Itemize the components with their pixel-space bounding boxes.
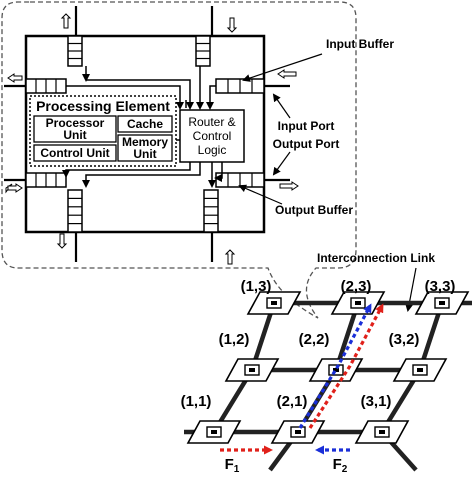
flow-f2-path <box>298 303 372 429</box>
interconnection-link-label: Interconnection Link <box>317 251 435 265</box>
mesh-node-labels: (1,3) (2,3) (3,3) (1,2) (2,2) (3,2) (1,1) (2,1)… <box>181 278 456 410</box>
callout-pointers <box>238 53 417 312</box>
cache-box <box>117 115 173 133</box>
internal-wiring <box>62 66 223 188</box>
west-in-buffer <box>25 78 67 94</box>
control-unit-label: Control Unit <box>40 146 109 160</box>
mesh-node <box>330 291 386 315</box>
mesh-node-label: (2,1) <box>277 393 308 410</box>
mesh-node <box>246 291 302 315</box>
mesh-node-label: (3,1) <box>361 393 392 410</box>
callout-bubble <box>1 1 357 319</box>
east-in-buffer <box>215 78 265 94</box>
output-buffer-label: Output Buffer <box>275 203 353 217</box>
hollow-port-arrows <box>5 13 299 265</box>
mesh-node-label: (3,3) <box>425 278 456 295</box>
mesh-nodes <box>186 291 470 444</box>
mesh-node <box>354 420 410 444</box>
router-control-logic-box <box>179 109 245 163</box>
router-logic-label-1: Router & <box>188 115 235 129</box>
processor-unit-label-2: Unit <box>63 128 86 142</box>
input-buffer-label: Input Buffer <box>326 37 394 51</box>
flow-f1-label: F1 <box>225 456 240 474</box>
mesh-node <box>308 358 364 382</box>
south-in-buffer <box>203 189 219 233</box>
mesh-node <box>224 358 280 382</box>
flow-f1-path <box>308 303 384 429</box>
control-unit-box <box>33 144 117 162</box>
north-in-buffer <box>67 35 83 67</box>
processor-unit-label-1: Processor <box>46 116 105 130</box>
cache-label: Cache <box>127 117 163 131</box>
mesh-node-label: (1,2) <box>219 331 250 348</box>
mesh-node <box>392 358 448 382</box>
router-logic-label-3: Logic <box>198 143 227 157</box>
mesh-node-label: (2,3) <box>341 278 372 295</box>
memory-unit-label-2: Unit <box>133 147 156 161</box>
mesh-node-label: (3,2) <box>389 331 420 348</box>
north-out-buffer <box>195 35 211 67</box>
input-port-label: Input Port <box>278 119 335 133</box>
mesh-links <box>184 300 472 472</box>
mesh-flows <box>220 303 384 455</box>
mesh-node <box>270 420 326 444</box>
mesh-node <box>414 291 470 315</box>
mesh-node-label: (1,3) <box>241 278 272 295</box>
south-out-buffer <box>67 189 83 233</box>
mesh-node <box>186 420 242 444</box>
memory-unit-box <box>117 134 173 162</box>
router-logic-label-2: Control <box>193 129 232 143</box>
east-out-buffer <box>215 172 265 188</box>
processor-unit-box <box>33 115 117 143</box>
mesh-node-label: (2,2) <box>299 331 330 348</box>
flow-f2-label: F2 <box>333 456 348 474</box>
port-links <box>4 6 290 262</box>
memory-unit-label-1: Memory <box>122 135 168 149</box>
output-port-label: Output Port <box>273 137 340 151</box>
processing-element-title: Processing Element <box>36 98 170 114</box>
mesh-node-label: (1,1) <box>181 393 212 410</box>
west-out-buffer <box>25 172 67 188</box>
